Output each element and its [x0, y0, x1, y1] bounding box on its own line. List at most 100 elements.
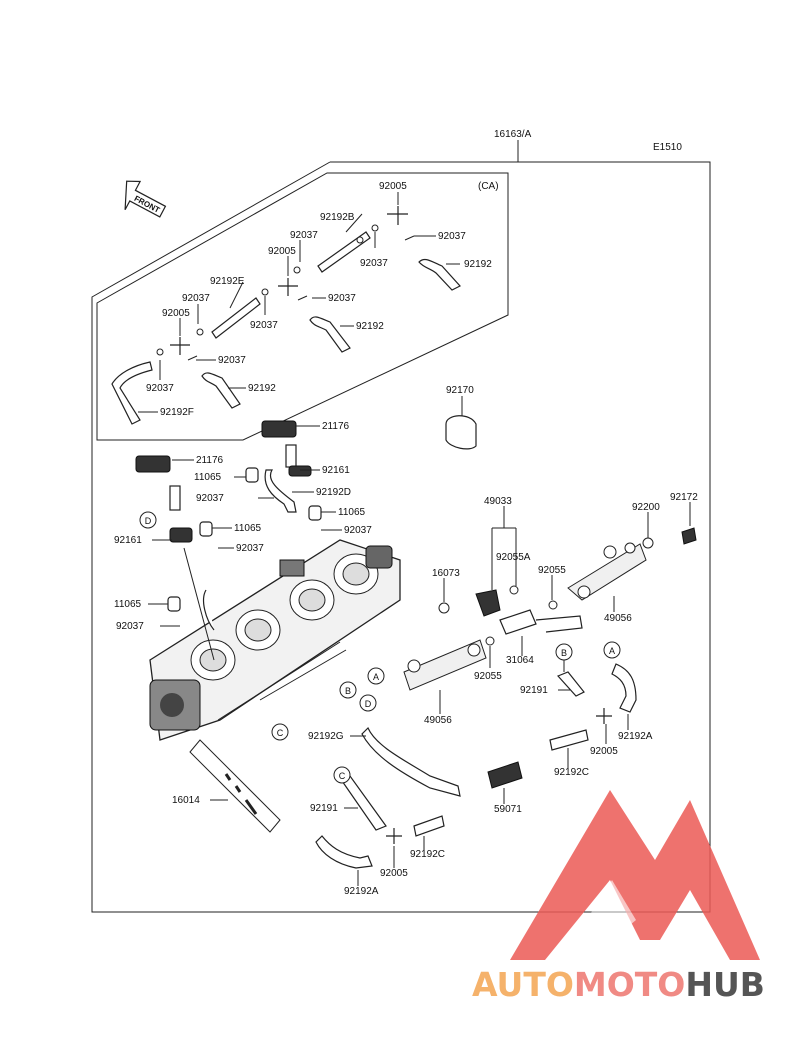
part-number-label: 49056 [604, 613, 632, 624]
callout-label: D [365, 699, 372, 709]
band-92170-part [445, 415, 477, 450]
part-number-label: 92192A [618, 731, 653, 742]
part-number-label: 92037 [146, 383, 174, 394]
part-number-label: 92191 [310, 803, 338, 814]
part-number-label: 92192 [356, 321, 384, 332]
watermark-moto: MOTO [574, 965, 685, 1004]
clamp-part [293, 266, 301, 274]
hose-92192g-part [361, 726, 461, 797]
part-number-label: 31064 [506, 655, 534, 666]
part-number-label: 92161 [322, 465, 350, 476]
hose-92192b-part [317, 231, 371, 273]
part-number-label: 92005 [162, 308, 190, 319]
callout-label: C [277, 728, 284, 738]
hose-92192c-lower-part [413, 815, 445, 837]
cap-11065-part [245, 467, 259, 483]
part-number-label: 11065 [114, 599, 142, 610]
part-number-label: 92191 [520, 685, 548, 696]
part-number-label: 92037 [182, 293, 210, 304]
hose-92192-lower-part [201, 372, 241, 409]
clip-part [297, 295, 308, 301]
part-number-label: 21176 [322, 421, 350, 432]
t-joint-92005-a [387, 206, 408, 225]
ca-hoses [111, 206, 461, 425]
part-number-label: 92055A [496, 552, 531, 563]
part-number-label: 92005 [379, 181, 407, 192]
part-number-label: 92037 [344, 525, 372, 536]
watermark-text: AUTOMOTOHUB [472, 965, 765, 1004]
clamp-part [261, 288, 269, 296]
callout-b-mid [339, 681, 357, 699]
part-number-label: 11065 [338, 507, 366, 518]
part-number-label: 92192A [344, 886, 379, 897]
callout-d-upper [139, 511, 157, 529]
hose-92191-upper-part [556, 671, 585, 697]
part-number-label: 92192D [316, 487, 351, 498]
part-number-label: 49056 [424, 715, 452, 726]
assembly-number-label: 16163/A [494, 129, 532, 140]
fuel-delivery-pipe-49033 [403, 527, 697, 691]
cap-11065-part [199, 521, 213, 537]
part-number-label: 92037 [360, 258, 388, 269]
leader-lines [138, 192, 691, 886]
callout-label: B [561, 648, 567, 658]
assembly-frame [91, 161, 711, 913]
callout-label: A [609, 646, 615, 656]
part-number-label: 92192E [210, 276, 245, 287]
part-number-label: 92037 [196, 493, 224, 504]
hose-92192e-part [211, 297, 261, 339]
part-number-label: 92005 [590, 746, 618, 757]
part-number-label: 92005 [380, 868, 408, 879]
part-number-label: 11065 [234, 523, 262, 534]
filter-59071-part [487, 761, 523, 789]
callout-a-right [603, 641, 621, 659]
hose-92192a-upper-part [611, 663, 637, 713]
part-number-label: 92037 [236, 543, 264, 554]
sensor-21176-left-part [135, 455, 193, 543]
lower-hoses [315, 663, 637, 869]
watermark-hub: HUB [685, 965, 765, 1004]
part-number-label: 92170 [446, 385, 474, 396]
part-number-label: 11065 [194, 472, 222, 483]
hose-92192f-part [111, 361, 153, 425]
part-number-label: 92192G [308, 731, 344, 742]
callout-b-right [555, 643, 573, 661]
screw-kit-16014 [189, 739, 281, 833]
part-number-label: 92192F [160, 407, 194, 418]
callout-c-mid [271, 723, 289, 741]
clip-part [404, 235, 415, 241]
part-number-label: 92192C [410, 849, 445, 860]
part-number-label: 92200 [632, 502, 660, 513]
part-number-label: 59071 [494, 804, 522, 815]
part-number-label: 16073 [432, 568, 460, 579]
part-number-label: 92055 [538, 565, 566, 576]
part-number-label: 92037 [250, 320, 278, 331]
part-number-label: 92005 [268, 246, 296, 257]
part-number-label: 92192 [248, 383, 276, 394]
part-number-label: 92037 [290, 230, 318, 241]
callout-c-lower [333, 766, 351, 784]
callout-label: D [145, 516, 152, 526]
t-joint-92005-b [278, 278, 298, 296]
automotohub-watermark: AUTOMOTOHUB [472, 790, 765, 1004]
part-number-label: 92037 [218, 355, 246, 366]
diagram-code-label: E1510 [653, 142, 682, 153]
clamp-part [196, 328, 204, 336]
hose-92191-lower-part [338, 775, 387, 831]
cap-11065-part [308, 505, 322, 521]
callout-label: B [345, 686, 351, 696]
part-number-label: 92037 [116, 621, 144, 632]
clamp-part [156, 348, 164, 356]
part-number-label: 92192 [464, 259, 492, 270]
hose-92192-middle-part [309, 316, 351, 353]
hose-92192a-lower-part [315, 835, 373, 869]
automotohub-logo-icon [510, 790, 760, 960]
part-number-label: 92161 [114, 535, 142, 546]
front-arrow-icon: FRONT [124, 180, 167, 218]
clamp-part [356, 236, 364, 244]
clip-part [187, 355, 198, 361]
t-joint-92005-c [170, 337, 190, 355]
variant-label: (CA) [478, 181, 499, 192]
sensor-21176-upper-part [261, 420, 312, 477]
